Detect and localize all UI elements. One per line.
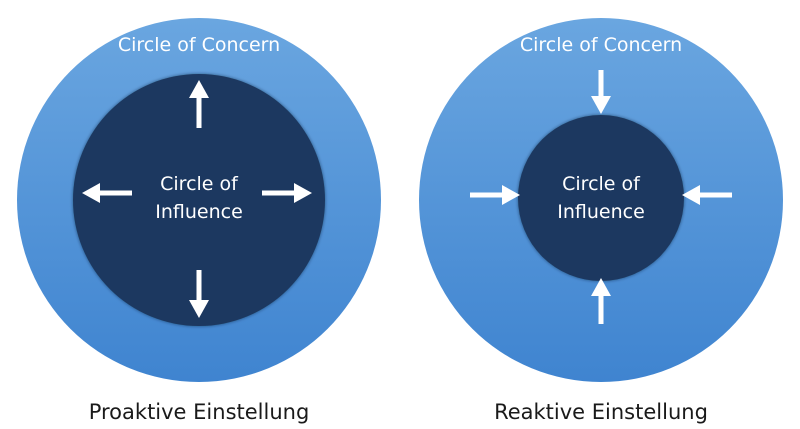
reactive-inner-label-line1: Circle of: [562, 173, 641, 195]
arrow-down-icon: [591, 70, 611, 114]
reactive-inner-label-line2: Influence: [557, 201, 645, 223]
proactive-inner-circle: [73, 74, 325, 326]
reactive-caption: Reaktive Einstellung: [494, 400, 708, 424]
arrow-down-icon: [189, 270, 209, 318]
arrow-left-icon: [682, 185, 732, 205]
arrow-right-icon: [262, 183, 312, 203]
reactive-outer-label: Circle of Concern: [520, 34, 682, 56]
arrow-left-icon: [82, 183, 132, 203]
proactive-inner-label-line2: Influence: [155, 201, 243, 223]
reactive-inner-circle: [518, 115, 684, 281]
arrow-up-icon: [189, 80, 209, 128]
proactive-outer-label: Circle of Concern: [118, 34, 280, 56]
proactive-caption: Proaktive Einstellung: [89, 400, 310, 424]
arrow-up-icon: [591, 278, 611, 324]
proactive-diagram: Circle of Concern Circle of Influence Pr…: [17, 18, 381, 424]
reactive-diagram: Circle of Concern Circle of Influence Re…: [419, 18, 783, 424]
proactive-inner-label-line1: Circle of: [160, 173, 239, 195]
arrow-right-icon: [470, 185, 520, 205]
